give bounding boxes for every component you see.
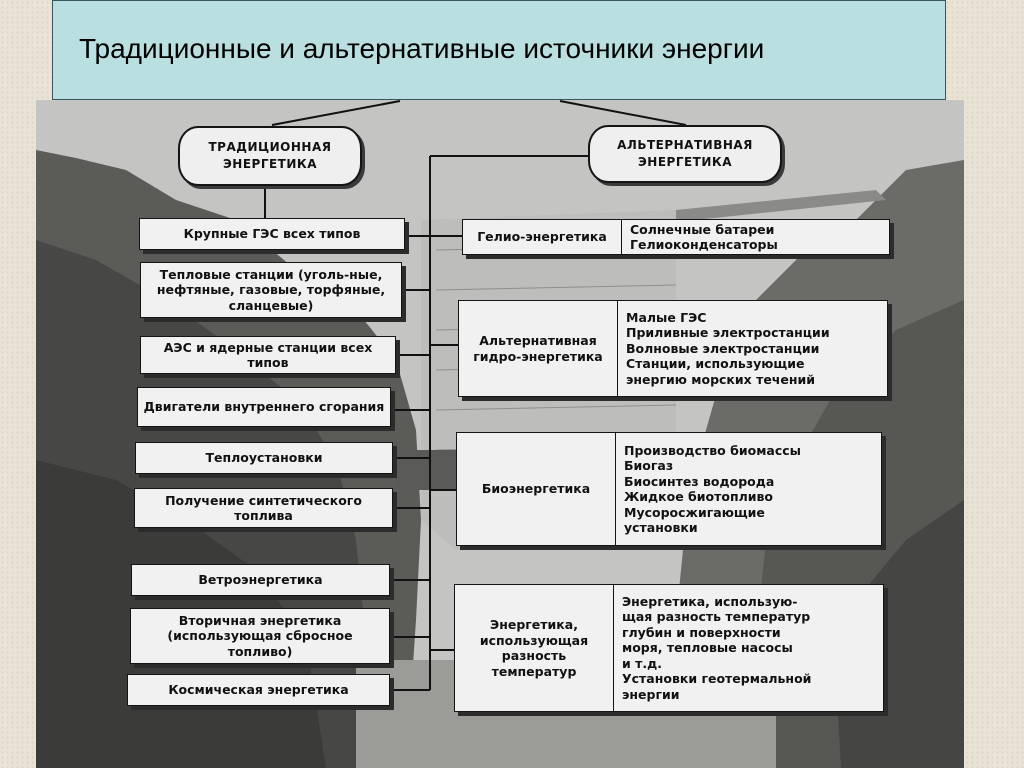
traditional-energy-caption: ТРАДИЦИОННАЯ ЭНЕРГЕТИКА <box>178 126 362 186</box>
alternative-group-items: Энергетика, использую- щая разность темп… <box>622 593 812 702</box>
alternative-group-hydro: Альтернативная гидро-энергетика Малые ГЭ… <box>458 300 888 397</box>
alternative-group-solar: Гелио-энергетика Солнечные батареи Гелио… <box>462 219 890 255</box>
alternative-group-label: Альтернативная гидро-энергетика <box>459 301 618 396</box>
alternative-group-label: Энергетика, использующая разность темпер… <box>455 585 614 711</box>
alternative-group-items: Малые ГЭС Приливные электростанции Волно… <box>626 309 830 387</box>
slide-title-box: Традиционные и альтернативные источники … <box>52 0 946 100</box>
alternative-group-thermal: Энергетика, использующая разность темпер… <box>454 584 884 712</box>
traditional-item: Двигатели внутреннего сгорания <box>137 387 391 427</box>
traditional-item: Крупные ГЭС всех типов <box>139 218 405 250</box>
alternative-group-items: Солнечные батареи Гелиоконденсаторы <box>630 221 778 253</box>
traditional-item: Тепловые станции (уголь-ные, нефтяные, г… <box>140 262 402 318</box>
traditional-item: АЭС и ядерные станции всех типов <box>140 336 396 374</box>
traditional-item: Теплоустановки <box>135 442 393 474</box>
alternative-group-label: Биоэнергетика <box>457 433 616 545</box>
traditional-item: Космическая энергетика <box>127 674 390 706</box>
traditional-item: Получение синтетического топлива <box>134 488 393 528</box>
alternative-group-items: Производство биомассы Биогаз Биосинтез в… <box>624 442 801 536</box>
alternative-group-bio: Биоэнергетика Производство биомассы Биог… <box>456 432 882 546</box>
slide-title: Традиционные и альтернативные источники … <box>79 33 765 64</box>
alternative-energy-caption: АЛЬТЕРНАТИВНАЯ ЭНЕРГЕТИКА <box>588 125 782 183</box>
traditional-item: Ветроэнергетика <box>131 564 390 596</box>
alternative-group-label: Гелио-энергетика <box>463 220 622 254</box>
traditional-item: Вторичная энергетика (использующая сброс… <box>130 608 390 664</box>
